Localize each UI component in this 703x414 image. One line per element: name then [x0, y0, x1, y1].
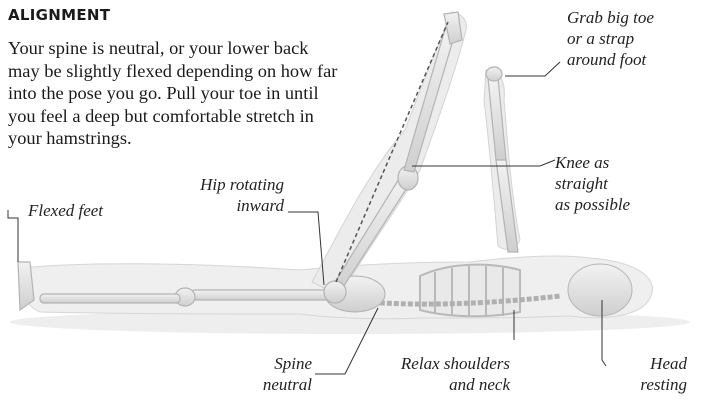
alignment-heading: ALIGNMENT	[8, 6, 110, 24]
callout-hip-line-1: Hip rotating	[150, 174, 284, 195]
callout-grab-toe-line-3: around foot	[567, 49, 654, 70]
callout-spine-line-2: neutral	[226, 374, 312, 395]
callout-flexed-feet-line-1: Flexed feet	[28, 200, 103, 221]
hamstring-stretch-line	[336, 22, 448, 282]
callout-hip: Hip rotating inward	[150, 174, 284, 216]
callout-head-line-2: resting	[610, 374, 687, 395]
callout-shoulders-line-2: and neck	[370, 374, 510, 395]
callout-head: Head resting	[610, 353, 687, 395]
callout-head-line-1: Head	[610, 353, 687, 374]
callout-shoulders: Relax shoulders and neck	[370, 353, 510, 395]
leader-flexed-feet	[8, 210, 18, 262]
callout-knee: Knee as straight as possible	[555, 152, 630, 215]
alignment-description: Your spine is neutral, or your lower bac…	[8, 37, 338, 150]
callout-knee-line-2: straight	[555, 173, 630, 194]
callout-knee-line-1: Knee as	[555, 152, 630, 173]
callout-spine: Spine neutral	[226, 353, 312, 395]
callout-flexed-feet: Flexed feet	[28, 200, 103, 221]
callout-spine-line-1: Spine	[226, 353, 312, 374]
callout-hip-line-2: inward	[150, 195, 284, 216]
callout-knee-line-3: as possible	[555, 194, 630, 215]
callout-grab-toe-line-1: Grab big toe	[567, 7, 654, 28]
leader-grab-toe	[505, 62, 560, 76]
leader-knee	[412, 160, 555, 166]
ribcage	[420, 265, 520, 317]
callout-shoulders-line-1: Relax shoulders	[370, 353, 510, 374]
callout-grab-toe-line-2: or a strap	[567, 28, 654, 49]
callout-grab-toe: Grab big toe or a strap around foot	[567, 7, 654, 70]
skull	[568, 264, 632, 316]
